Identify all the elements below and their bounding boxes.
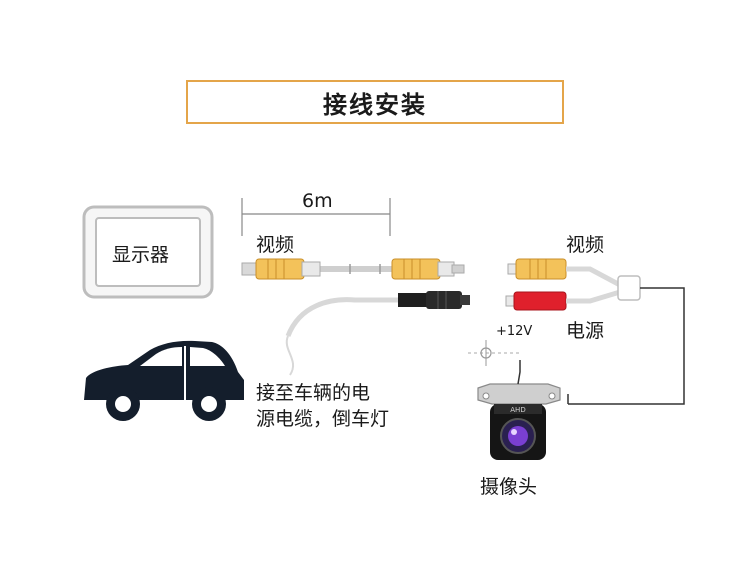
video-cable-left: [241, 258, 465, 280]
voltage-label: +12V: [496, 324, 533, 339]
camera-brand: AHD: [510, 406, 525, 414]
title-box: 接线安装: [186, 80, 564, 124]
camera-power-connector: [505, 289, 621, 311]
camera: AHD: [477, 360, 561, 460]
monitor: [82, 205, 214, 299]
diagram-title: 接线安装: [323, 90, 427, 119]
monitor-label: 显示器: [112, 244, 170, 266]
car-note-line1: 接至车辆的电: [256, 382, 371, 404]
cable-junction: [567, 275, 685, 405]
voltage-symbol: [468, 340, 520, 366]
camera-video-connector: [507, 258, 622, 288]
length-label: 6m: [302, 190, 333, 212]
car-icon: [84, 340, 244, 421]
length-marker: [241, 198, 391, 236]
power-label: 电源: [566, 320, 605, 342]
video-label-right: 视频: [566, 234, 605, 256]
camera-label: 摄像头: [480, 476, 538, 498]
power-lead: [285, 291, 470, 376]
car-note-line2: 源电缆，倒车灯: [256, 408, 390, 430]
video-label-left: 视频: [256, 234, 295, 256]
